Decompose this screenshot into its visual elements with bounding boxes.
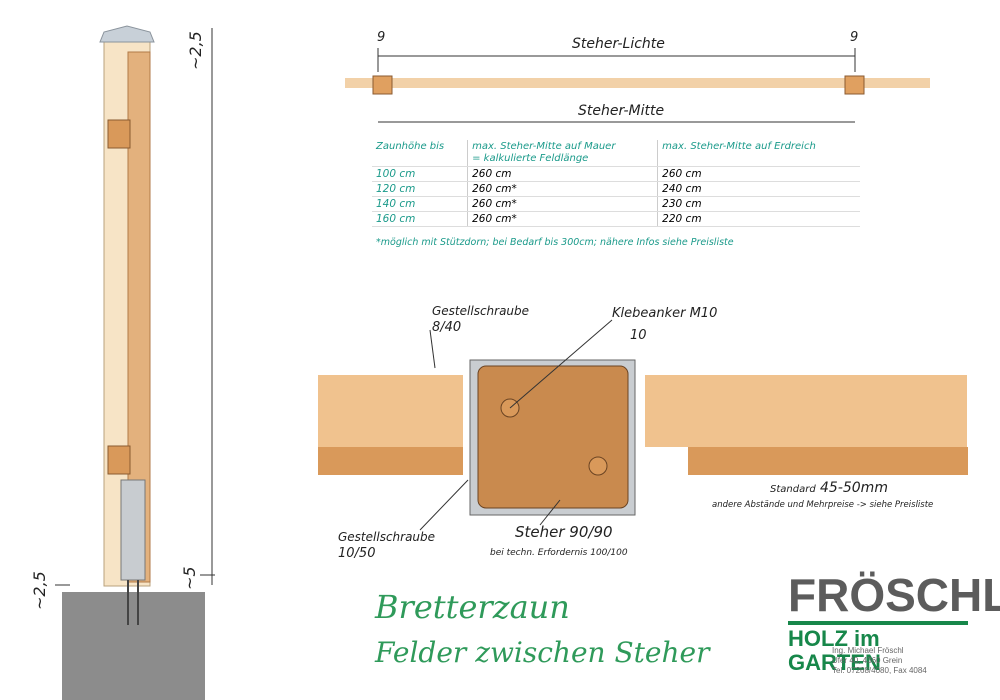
board-left-lower <box>318 447 463 475</box>
cell: 260 cm <box>467 166 658 182</box>
post-right <box>844 75 865 95</box>
table-footnote: *möglich mit Stützdorn; bei Bedarf bis 3… <box>376 237 734 248</box>
anchor-hole <box>588 456 608 476</box>
col-header: max. Steher-Mitte auf Erdreich <box>657 140 860 167</box>
screw-bottom-size: 10/50 <box>338 546 376 561</box>
concrete-base <box>62 592 205 700</box>
company-logo: FRÖSCHL HOLZ im GARTEN <box>788 569 1000 675</box>
post-label: Steher 90/90 <box>515 523 613 541</box>
address-phone: Tel. 07268/4080, Fax 4084 <box>832 666 927 675</box>
dim-bottom-right-label: ~5 <box>180 566 199 590</box>
gap-left-label: 9 <box>377 30 386 45</box>
board-right-lower <box>688 447 968 475</box>
cell: 240 cm <box>657 181 860 197</box>
steher-lichte-label: Steher-Lichte <box>572 36 665 52</box>
table-header-row: Zaunhöhe bis max. Steher-Mitte auf Mauer… <box>372 140 860 167</box>
rail-lower <box>107 445 131 475</box>
logo-tagline: HOLZ im GARTEN <box>788 626 881 675</box>
cell: 230 cm <box>657 196 860 212</box>
steher-mitte-label: Steher-Mitte <box>578 103 665 119</box>
anchor-dim: 10 <box>630 328 647 343</box>
board-left <box>318 375 463 447</box>
cross-section <box>318 319 968 531</box>
top-view <box>345 48 930 123</box>
side-view-post <box>55 25 215 700</box>
title-line2: Felder zwischen Steher <box>375 636 710 669</box>
logo-divider <box>788 621 968 625</box>
post-note: bei techn. Erfordernis 100/100 <box>490 548 628 558</box>
title-line1: Bretterzaun <box>375 588 570 626</box>
cell: 100 cm <box>372 166 468 182</box>
top-rail <box>345 78 930 88</box>
cell: 260 cm* <box>467 211 658 227</box>
standard-label: Standard <box>770 484 816 495</box>
col-header: Zaunhöhe bis <box>372 140 468 167</box>
cell: 140 cm <box>372 196 468 212</box>
logo-brand: FRÖSCHL <box>788 569 1000 621</box>
dim-top-label: ~2,5 <box>186 31 205 70</box>
board-right <box>645 375 967 447</box>
company-address: Ing. Michael Fröschl Ufer 40, 4360 Grein… <box>832 646 927 676</box>
standard-note: andere Abstände und Mehrpreise -> siehe … <box>712 500 934 510</box>
post-cap <box>99 25 155 43</box>
anchor-label: Klebeanker M10 <box>612 306 718 321</box>
address-street: Ufer 40, 4360 Grein <box>832 656 903 665</box>
col-header: max. Steher-Mitte auf Mauer = kalkuliert… <box>467 140 658 167</box>
dim-bottom-left-label: ~2,5 <box>30 571 49 610</box>
spec-table: Zaunhöhe bis max. Steher-Mitte auf Mauer… <box>372 140 860 227</box>
post-section <box>477 365 629 509</box>
cell: 260 cm* <box>467 181 658 197</box>
cell: 160 cm <box>372 211 468 227</box>
address-name: Ing. Michael Fröschl <box>832 646 904 655</box>
standard-value: 45-50mm <box>820 480 888 496</box>
cell: 120 cm <box>372 181 468 197</box>
cell: 260 cm* <box>467 196 658 212</box>
rail-upper <box>107 119 131 149</box>
screw-top-label: Gestellschraube <box>432 304 530 318</box>
cell: 260 cm <box>657 166 860 182</box>
screw-bottom-label: Gestellschraube <box>338 530 436 544</box>
screw-top-size: 8/40 <box>432 320 462 335</box>
cell: 220 cm <box>657 211 860 227</box>
post-left <box>372 75 393 95</box>
metal-plate <box>120 479 146 581</box>
gap-right-label: 9 <box>850 30 859 45</box>
